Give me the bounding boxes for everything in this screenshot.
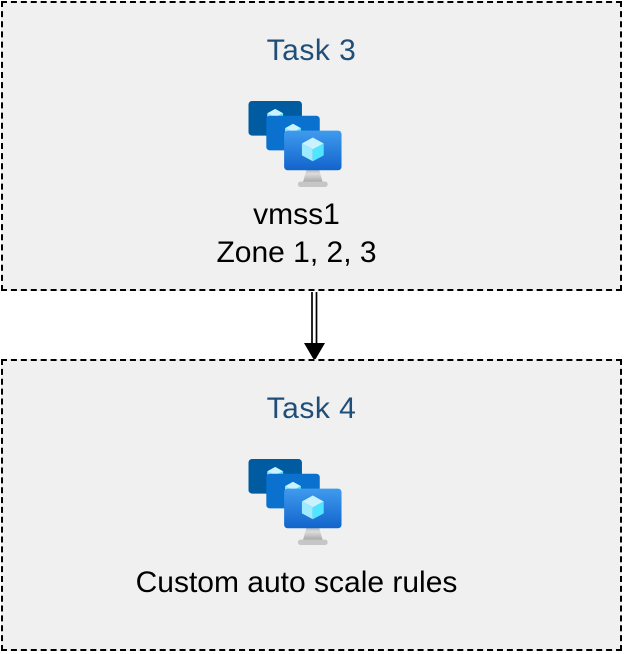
- down-arrow-icon: [301, 292, 328, 362]
- task4-labels: Custom auto scale rules: [136, 564, 458, 602]
- zones-label: Zone 1, 2, 3: [216, 236, 377, 269]
- task4-title: Task 4: [266, 392, 357, 425]
- autoscale-rules-label: Custom auto scale rules: [135, 566, 458, 599]
- task3-box: Task 3: [1, 1, 622, 291]
- vmss-name-label: vmss1: [253, 198, 340, 231]
- task4-box: Task 4: [1, 359, 622, 651]
- vm-scale-sets-icon: [246, 95, 346, 190]
- vm-scale-sets-icon: [246, 453, 346, 548]
- task3-title: Task 3: [266, 34, 357, 67]
- task3-labels: vmss1 Zone 1, 2, 3: [216, 196, 376, 272]
